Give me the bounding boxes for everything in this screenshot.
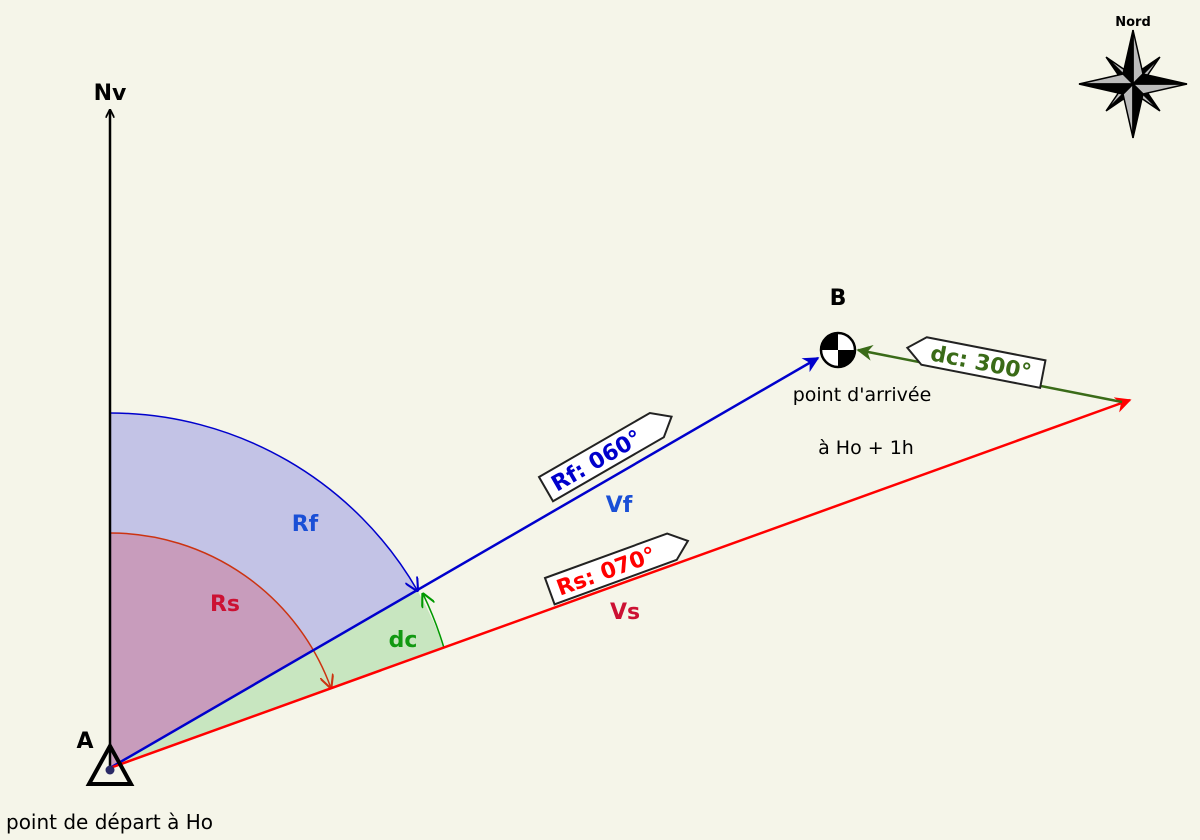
rs-arc	[109, 532, 331, 688]
arrival-time-label: à Ho + 1h	[818, 437, 914, 459]
compass-rose-icon	[1078, 29, 1188, 139]
rs-angle-label: Rs	[210, 592, 240, 617]
rs-angle-sector	[110, 533, 331, 768]
vf-vector-label: Vf	[606, 493, 633, 518]
rf-angle-label: Rf	[292, 512, 319, 537]
point-a-label: A	[76, 729, 93, 754]
arrival-label: point d'arrivée	[793, 384, 932, 406]
dc-tag: dc: 300°	[905, 336, 1047, 389]
compass-north-label: Nord	[1115, 15, 1151, 30]
target-circle-icon	[819, 331, 857, 369]
vf-vector	[109, 356, 820, 770]
point-b-label: B	[830, 286, 847, 311]
dc-angle-sector	[110, 590, 444, 768]
vs-vector-label: Vs	[610, 600, 640, 625]
departure-label: point de départ à Ho	[6, 810, 213, 834]
north-axis-label: Nv	[94, 81, 127, 106]
dc-angle-label: dc	[389, 628, 418, 653]
vs-vector	[109, 397, 1132, 770]
triangle-point-icon	[85, 741, 135, 786]
rf-tag: Rf: 060°	[537, 411, 673, 503]
rf-arc	[109, 412, 417, 591]
